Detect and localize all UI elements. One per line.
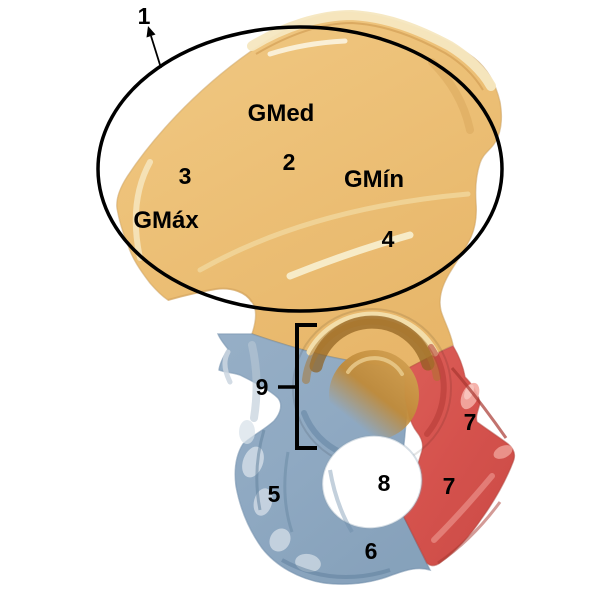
- sciatic-notch-line: [167, 287, 253, 303]
- bracket-9: [278, 323, 317, 450]
- ischium-texture: [222, 341, 391, 580]
- lunate-highlight: [346, 356, 404, 376]
- acetabular-fossa: [329, 350, 419, 440]
- region-label-9: 9: [256, 374, 269, 400]
- acetabulum-rim-red: [424, 344, 447, 437]
- obturator-foramen: [321, 434, 423, 530]
- leader-arrow-1: [146, 26, 162, 69]
- pubis-shading: [404, 346, 515, 566]
- region-label-1: 1: [138, 3, 151, 29]
- region-label-6: 6: [365, 538, 378, 564]
- region-label-8: 8: [378, 470, 391, 496]
- acetabulum-rim-highlight: [306, 311, 439, 357]
- iliac-crest-highlight: [247, 9, 496, 91]
- region-label-2: 2: [283, 149, 296, 175]
- crest-white-streak: [267, 38, 348, 57]
- ellipse-annotation: [96, 25, 504, 313]
- region-label-7-lower: 7: [443, 473, 456, 499]
- muscle-label-gmed: GMed: [248, 100, 315, 127]
- region-label-3: 3: [179, 163, 192, 189]
- posterior-edge-highlight: [132, 159, 153, 261]
- muscle-label-gmin: GMín: [344, 166, 404, 193]
- pubis-texture: [431, 367, 513, 565]
- region-label-5: 5: [268, 481, 281, 507]
- anterior-edge-shading: [428, 58, 474, 134]
- iliac-crest-line: [255, 21, 484, 91]
- supra-acetabular-streak: [286, 231, 414, 280]
- acetabulum: [292, 308, 452, 468]
- region-label-4: 4: [382, 226, 395, 252]
- region-label-7-upper: 7: [464, 409, 477, 435]
- ilium-shading: [116, 12, 502, 370]
- muscle-label-gmax: GMáx: [133, 207, 199, 234]
- anterior-gluteal-line: [197, 191, 471, 273]
- acetabulum-soft-ring: [302, 316, 441, 384]
